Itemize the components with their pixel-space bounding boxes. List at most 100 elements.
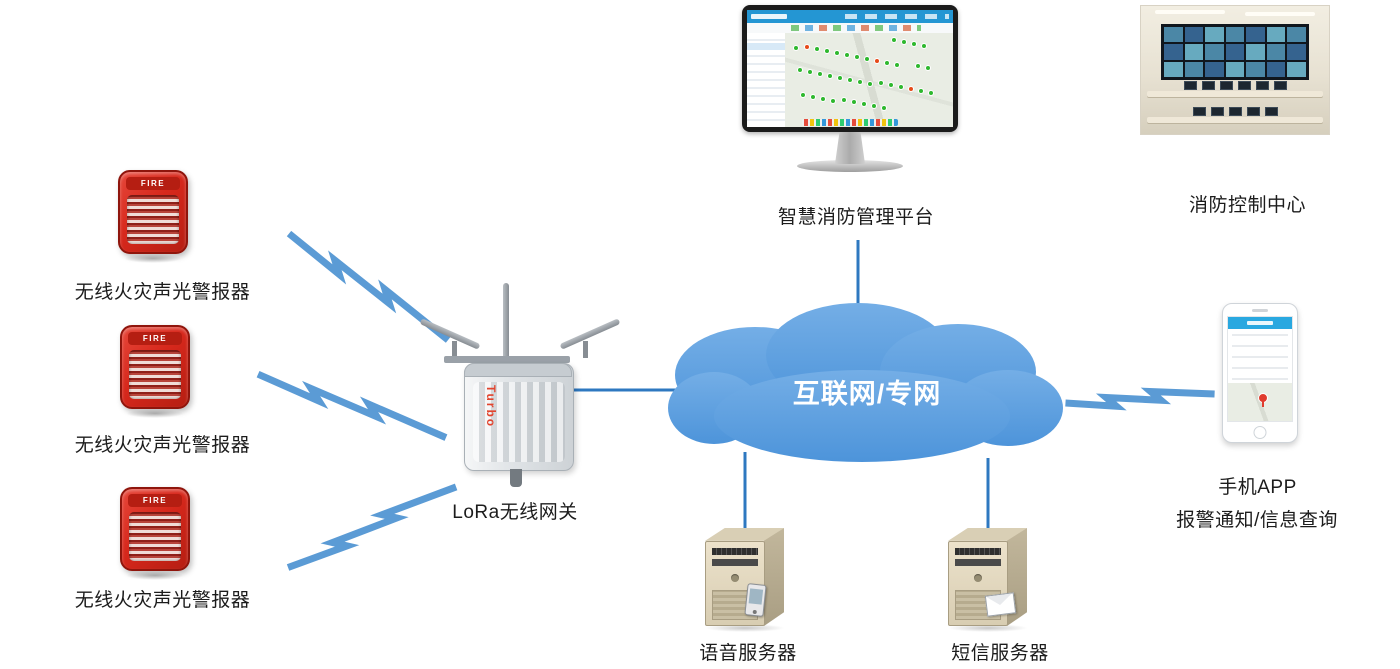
- map-device-dot: [925, 65, 931, 71]
- video-wall-screen: [1205, 44, 1224, 60]
- label-fire-alarm-1: 无线火灾声光警报器: [74, 282, 251, 303]
- video-wall: [1161, 24, 1309, 80]
- map-device-dot: [915, 63, 921, 69]
- fire-alarm-body: FIRE: [120, 325, 190, 409]
- desk-monitor: [1264, 107, 1278, 116]
- fire-alarm-shadow: [125, 571, 185, 580]
- platform-ui-sidebar: [747, 33, 786, 127]
- fire-alarm-device-2: FIRE: [120, 325, 190, 418]
- map-device-dot: [911, 41, 917, 47]
- map-device-dot: [824, 48, 830, 54]
- fire-alarm-shadow: [123, 254, 183, 263]
- video-wall-screen: [1164, 44, 1183, 60]
- map-device-dot: [837, 75, 843, 81]
- map-device-dot: [847, 77, 853, 83]
- map-device-dot: [810, 94, 816, 100]
- gateway-connector: [510, 469, 522, 487]
- desk-row: [1147, 107, 1323, 123]
- dock-icons: [802, 119, 898, 126]
- phone-speaker: [1252, 309, 1268, 312]
- antenna-icon: [419, 318, 481, 350]
- map-device-dot: [864, 56, 870, 62]
- fire-alarm-body: FIRE: [120, 487, 190, 571]
- video-wall-screen: [1225, 61, 1245, 77]
- video-wall-screen: [1266, 44, 1286, 60]
- gateway-body: [464, 363, 574, 471]
- label-fire-alarm-2: 无线火灾声光警报器: [74, 435, 251, 456]
- map-device-dot: [921, 43, 927, 49]
- wireless-link-bolt-alarm2: [256, 370, 448, 441]
- video-wall-screen: [1184, 27, 1204, 43]
- fire-text: FIRE: [140, 179, 166, 188]
- map-device-dot: [884, 60, 890, 66]
- video-wall-screen: [1205, 61, 1224, 77]
- label-voice-server: 语音服务器: [699, 643, 797, 664]
- map-device-dot: [901, 39, 907, 45]
- fire-text: FIRE: [142, 334, 168, 343]
- power-button: [731, 574, 739, 582]
- map-device-dot: [857, 79, 863, 85]
- map-device-dot: [894, 62, 900, 68]
- desk-surface: [1147, 91, 1323, 97]
- map-device-dot: [851, 99, 857, 105]
- monitor-stand-neck: [835, 132, 865, 164]
- lora-gateway-device: Turbo: [419, 283, 621, 488]
- map-device-dot: [844, 52, 850, 58]
- phone-app-list: [1232, 332, 1288, 380]
- drive-bay: [712, 548, 758, 555]
- wireless-link-bolt-phone: [1065, 387, 1215, 411]
- desk-monitors: [1147, 81, 1323, 90]
- voice-server-device: [705, 528, 785, 632]
- video-wall-screen: [1225, 44, 1245, 60]
- video-wall-screen: [1246, 27, 1265, 43]
- drive-bay: [712, 559, 758, 566]
- antenna-icon: [503, 283, 509, 359]
- video-wall-screen: [1164, 61, 1183, 77]
- platform-ui-header: [747, 10, 953, 23]
- label-sms-server: 短信服务器: [951, 643, 1049, 664]
- label-mobile-app-line1: 手机APP: [1218, 477, 1297, 498]
- video-wall-screen: [1246, 44, 1265, 60]
- map-alert-dot: [874, 58, 880, 64]
- server-shadow: [705, 624, 785, 632]
- map-device-dot: [898, 84, 904, 90]
- server-top-face: [705, 528, 784, 541]
- server-top-face: [948, 528, 1027, 541]
- antenna-mount: [452, 341, 457, 358]
- fire-alarm-label-band: FIRE: [128, 494, 182, 507]
- speaker-grille-icon: [129, 350, 181, 399]
- map-device-dot: [928, 90, 934, 96]
- fire-alarm-label-band: FIRE: [126, 177, 180, 190]
- label-platform: 智慧消防管理平台: [777, 207, 934, 228]
- video-wall-screen: [1287, 61, 1306, 77]
- video-wall-screen: [1246, 61, 1265, 77]
- phone-home-button: [1253, 426, 1267, 439]
- map-device-dot: [888, 82, 894, 88]
- map-device-dot: [891, 37, 897, 43]
- video-wall-screen: [1205, 27, 1224, 43]
- map-alert-dot: [804, 44, 810, 50]
- gateway-brand-text: Turbo: [484, 385, 498, 429]
- desk-monitor: [1210, 107, 1224, 116]
- control-center-photo: [1140, 5, 1330, 135]
- platform-monitor: [742, 5, 958, 172]
- wireless-link-bolt-alarm3: [286, 483, 458, 571]
- server-side-face: [764, 528, 784, 626]
- desk-monitor: [1219, 81, 1233, 90]
- phone-screen: [1227, 316, 1293, 422]
- fire-alarm-device-1: FIRE: [118, 170, 188, 263]
- gateway-top-plate: [444, 356, 570, 363]
- map-device-dot: [830, 98, 836, 104]
- map-device-dot: [827, 73, 833, 79]
- drive-bay: [955, 548, 1001, 555]
- desk-monitor: [1273, 81, 1287, 90]
- platform-ui-map: [785, 33, 953, 127]
- mobile-phone-device: [1222, 303, 1298, 443]
- map-device-dot: [820, 96, 826, 102]
- map-device-dot: [797, 67, 803, 73]
- label-control-center: 消防控制中心: [1188, 195, 1306, 216]
- label-gateway: LoRa无线网关: [452, 502, 578, 523]
- fire-alarm-device-3: FIRE: [120, 487, 190, 580]
- speaker-grille-icon: [129, 512, 181, 561]
